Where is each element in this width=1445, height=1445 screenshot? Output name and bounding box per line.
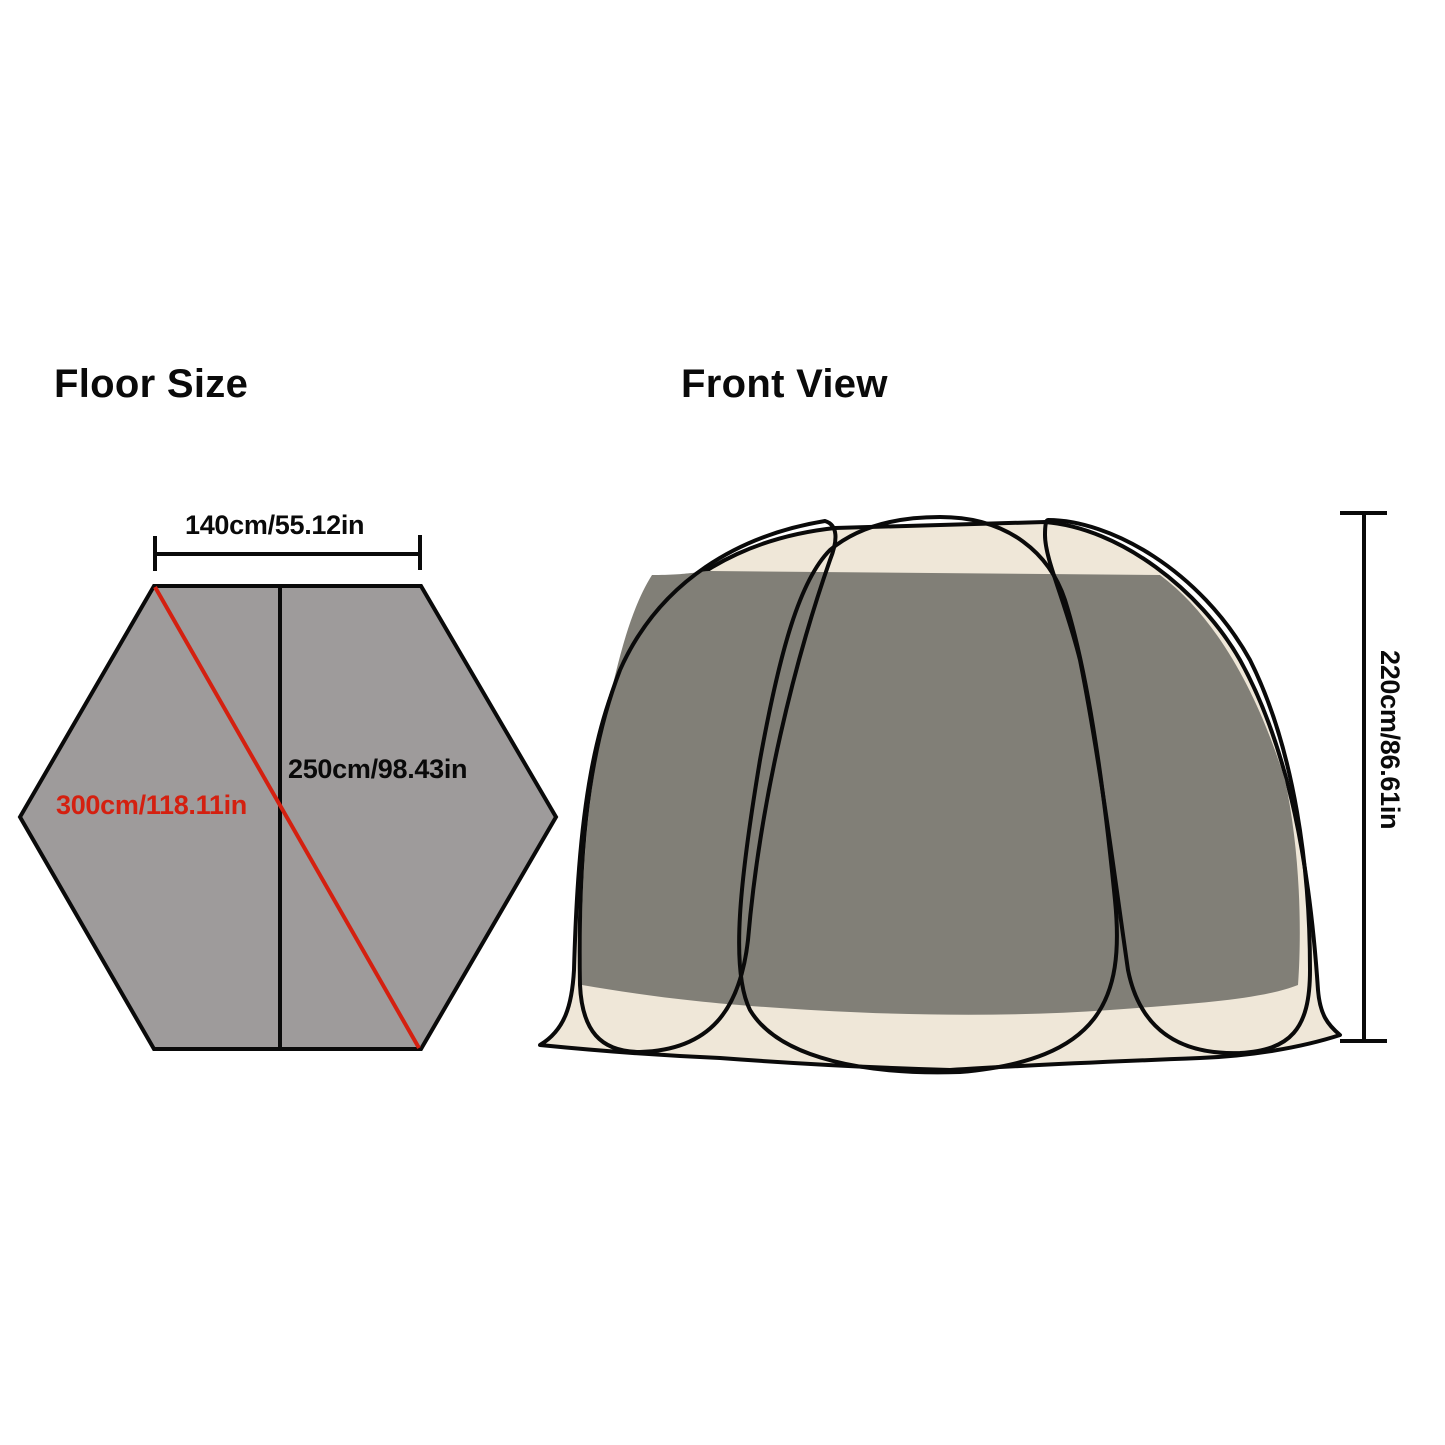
tent-drawing: [538, 514, 1342, 1075]
floor-depth-label: 250cm/98.43in: [288, 754, 468, 784]
width-dimension-line: [153, 535, 422, 571]
floor-width-label: 140cm/55.12in: [185, 510, 365, 540]
tent-left-panel-loop: [577, 518, 838, 1055]
tent-mesh-window: [581, 571, 1300, 1015]
floor-plan: [17, 535, 559, 1051]
floor-diagonal-label: 300cm/118.11in: [56, 790, 247, 820]
tent-right-panel-loop: [1042, 517, 1313, 1056]
floor-diagonal-line: [153, 586, 421, 1049]
floor-size-title: Floor Size: [54, 362, 249, 406]
tent-height-label: 220cm/86.61in: [1375, 650, 1405, 830]
height-dimension-line: [1340, 511, 1387, 1043]
front-view-title: Front View: [681, 362, 888, 406]
